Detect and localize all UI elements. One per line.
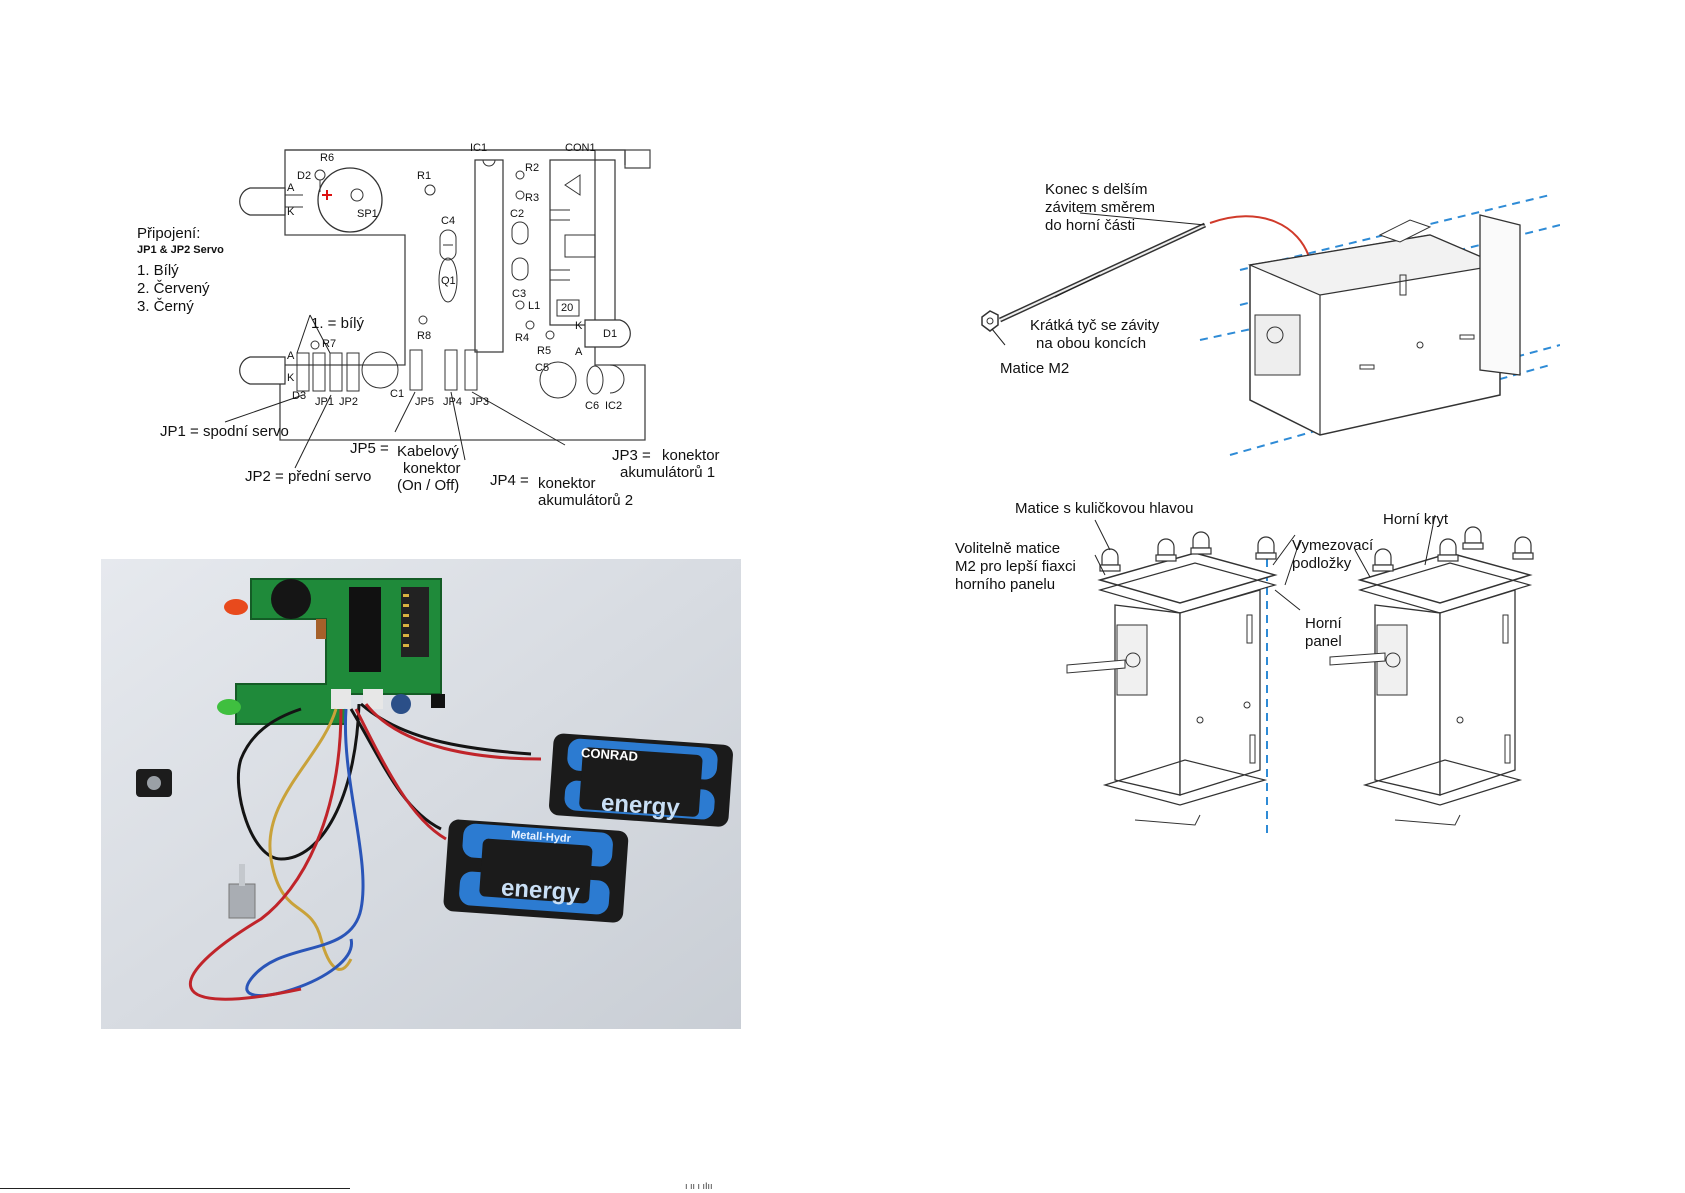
label-c2: C2 <box>510 208 525 220</box>
short-rod-line1: Krátká tyč se závity <box>1030 317 1160 334</box>
label-con1: CON1 <box>565 142 596 154</box>
footer-rule <box>0 1188 350 1189</box>
label-r3: R3 <box>525 192 540 204</box>
rod-assembly-drawing <box>981 194 1561 456</box>
optional-nut-line2: M2 pro lepší fiaxci <box>955 558 1076 575</box>
legend-jp4-line1: konektor <box>538 475 596 492</box>
battery-brand-2: energy <box>600 789 681 822</box>
label-jp2: JP2 <box>339 396 358 408</box>
rod-end-line3: do horní části <box>1045 217 1136 234</box>
label-c4: C4 <box>441 215 456 227</box>
legend-jp5-line2: konektor <box>403 460 461 477</box>
wire-3: 3. Černý <box>137 298 194 315</box>
rod-assembly-diagram: Konec s delším závitem směrem do horní č… <box>960 165 1561 475</box>
label-jp5: JP5 <box>415 396 434 408</box>
photo-illustration <box>101 559 741 1029</box>
label-k-low: K <box>287 372 295 384</box>
legend-jp1: JP1 = spodní servo <box>160 423 289 440</box>
label-r8: R8 <box>417 330 432 342</box>
label-a-top: A <box>287 182 295 194</box>
label-r4: R4 <box>515 332 530 344</box>
label-jp4: JP4 <box>443 396 462 408</box>
label-r7: R7 <box>322 338 337 350</box>
top-cover-label: Horní kryt <box>1383 511 1449 528</box>
label-d3: D3 <box>292 390 307 402</box>
panel-assembly-drawing <box>1066 514 1534 835</box>
wire-1: 1. Bílý <box>137 262 179 279</box>
label-c6: C6 <box>585 400 600 412</box>
legend-jp3-line2: akumulátorů 1 <box>620 464 716 481</box>
top-panel-line1: Horní <box>1305 615 1342 632</box>
pcb-schematic: R6 D2 A K SP1 R1 IC1 CON1 R2 R3 C2 C4 Q1… <box>125 140 735 515</box>
label-ic2: IC2 <box>605 400 623 412</box>
label-a-d1: A <box>575 346 583 358</box>
legend-jp5-key: JP5 = <box>350 440 389 457</box>
label-q1: Q1 <box>441 275 456 287</box>
label-l1: L1 <box>528 300 541 312</box>
connection-subtitle: JP1 & JP2 Servo <box>137 244 224 256</box>
label-a-low: A <box>287 350 295 362</box>
label-jp3: JP3 <box>470 396 489 408</box>
label-con-num: 20 <box>561 302 574 314</box>
spacers-line2: podložky <box>1292 555 1352 572</box>
rod-end-line1: Konec s delším <box>1045 181 1148 198</box>
short-rod-line2: na obou koncích <box>1036 335 1147 352</box>
battery-text-2: energy <box>500 874 581 907</box>
legend-jp2: JP2 = přední servo <box>245 468 372 485</box>
ball-nut-label: Matice s kuličkovou hlavou <box>1015 500 1194 517</box>
label-c5: C5 <box>535 362 550 374</box>
optional-nut-line1: Volitelně matice <box>955 540 1061 557</box>
label-r1: R1 <box>417 170 432 182</box>
rod-end-line2: závitem směrem <box>1045 199 1156 216</box>
label-k-top: K <box>287 206 295 218</box>
label-d2: D2 <box>297 170 312 182</box>
legend-jp4-key: JP4 = <box>490 472 529 489</box>
label-c1: C1 <box>390 388 405 400</box>
legend-jp3-line1: konektor <box>662 447 720 464</box>
label-jp1: JP1 <box>315 396 334 408</box>
label-c3: C3 <box>512 288 527 300</box>
wire-2: 2. Červený <box>137 280 210 297</box>
optional-nut-line3: horního panelu <box>955 576 1056 593</box>
footer-page-mark: ı ıı ı ıIıı <box>685 1181 713 1191</box>
legend-jp5-line1: Kabelový <box>397 443 459 460</box>
panel-assembly-diagram: Matice s kuličkovou hlavou Volitelně mat… <box>955 495 1575 840</box>
label-k-d1: K <box>575 320 583 332</box>
label-r6: R6 <box>320 152 335 164</box>
legend-jp5-line3: (On / Off) <box>397 477 460 494</box>
legend-jp3-key: JP3 = <box>612 447 651 464</box>
label-sp1: SP1 <box>357 208 378 220</box>
assembled-board-photo: CONRAD energy Metall-Hydr energy <box>101 559 741 1029</box>
connection-title: Připojení: <box>137 225 201 242</box>
label-ic1: IC1 <box>470 142 488 154</box>
top-panel-line2: panel <box>1305 633 1342 650</box>
legend-jp4-line2: akumulátorů 2 <box>538 492 634 509</box>
pin1-note: 1. = bílý <box>311 315 364 332</box>
label-r2: R2 <box>525 162 540 174</box>
label-r5: R5 <box>537 345 552 357</box>
spacers-line1: Vymezovací <box>1292 537 1374 554</box>
nut-label: Matice M2 <box>1000 360 1070 377</box>
pcb-outline-drawing <box>224 149 651 469</box>
label-d1: D1 <box>603 328 618 340</box>
